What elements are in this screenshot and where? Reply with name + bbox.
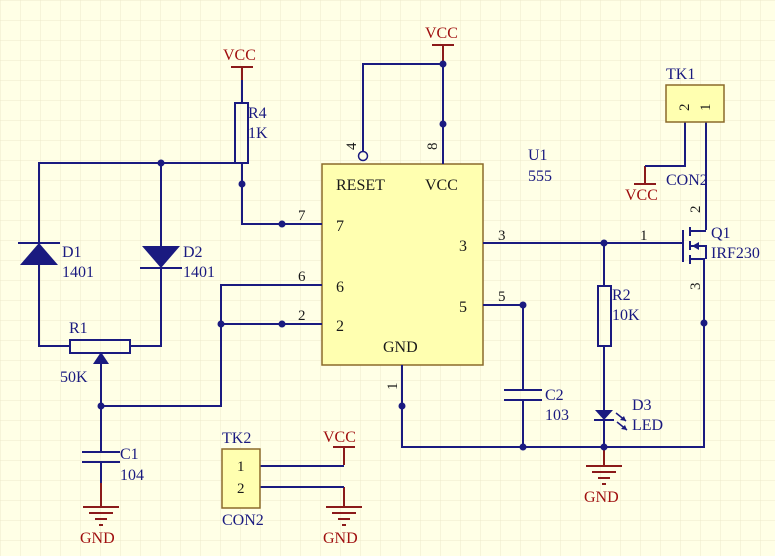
mosfet-q1: 1 2 3 Q1 IRF230 <box>640 206 760 291</box>
u1-pin2-number: 2 <box>298 308 306 324</box>
d1-ref: D1 <box>62 244 82 261</box>
u1-value: 555 <box>528 168 552 185</box>
wires <box>38 62 707 488</box>
junction-dots <box>97 60 708 451</box>
gnd-symbol-tk2: GND <box>323 487 362 547</box>
vcc-symbol-r4: VCC <box>223 47 256 80</box>
u1-gnd-label: GND <box>383 339 418 356</box>
u1-pin5-number: 5 <box>498 289 506 305</box>
gnd-symbol-c1: GND <box>80 483 119 547</box>
q1-pin3: 3 <box>688 283 704 291</box>
c2-ref: C2 <box>545 387 564 404</box>
tk2-pin2: 2 <box>237 481 245 497</box>
tk1-ref: TK1 <box>666 66 695 83</box>
tk2-ref: TK2 <box>222 430 251 447</box>
u1-pin6-number: 6 <box>298 269 306 285</box>
d3-value: LED <box>632 417 663 434</box>
gnd-symbol-main: GND <box>584 447 622 506</box>
diode-d2: D2 1401 <box>140 244 215 281</box>
u1-pin4-number: 4 <box>344 142 360 150</box>
connector-tk1: 2 1 TK1 CON2 <box>665 66 725 189</box>
d1-value: 1401 <box>62 264 94 281</box>
u1-pin5-name: 5 <box>459 299 467 316</box>
vcc-label: VCC <box>223 47 256 64</box>
d2-value: 1401 <box>183 264 215 281</box>
c1-value: 104 <box>120 467 144 484</box>
u1-pin3-number: 3 <box>498 228 506 244</box>
resistor-r4: R4 1K <box>234 102 268 164</box>
diode-d1: D1 1401 <box>18 242 94 281</box>
u1-ref: U1 <box>528 147 548 164</box>
connector-tk2: 1 2 TK2 CON2 <box>221 430 264 529</box>
gnd-label: GND <box>80 530 115 547</box>
vcc-label: VCC <box>625 187 658 204</box>
u1-body <box>321 163 484 366</box>
u1-pin3-name: 3 <box>459 238 467 255</box>
r1-ref: R1 <box>69 320 88 337</box>
q1-pin2: 2 <box>688 206 704 214</box>
u1-reset-bubble <box>357 150 369 162</box>
tk1-pin2: 2 <box>677 104 693 112</box>
c1-ref: C1 <box>120 446 139 463</box>
resistor-r2: R2 10K <box>597 285 640 347</box>
tk2-pin1: 1 <box>237 459 245 475</box>
tk1-value: CON2 <box>666 172 708 189</box>
u1-pin1-number: 1 <box>385 383 401 391</box>
u1-vcc-label: VCC <box>425 177 458 194</box>
capacitor-c2: C2 103 <box>504 387 569 424</box>
r2-value: 10K <box>612 307 640 324</box>
vcc-label: VCC <box>323 429 356 446</box>
q1-pin1: 1 <box>640 228 648 244</box>
u1-pin8-number: 8 <box>425 143 441 151</box>
u1-reset-label: RESET <box>336 177 385 194</box>
r4-ref: R4 <box>248 105 267 122</box>
vcc-symbol-tk1: VCC <box>625 166 658 204</box>
potentiometer-r1: R1 50K <box>60 320 131 386</box>
q1-value: IRF230 <box>711 245 760 262</box>
d2-ref: D2 <box>183 244 203 261</box>
tk2-value: CON2 <box>222 512 264 529</box>
led-d3: D3 LED <box>594 397 663 434</box>
u1-pin6-name: 6 <box>336 279 344 296</box>
u1-pin7-name: 7 <box>336 218 344 235</box>
d3-ref: D3 <box>632 397 652 414</box>
u1-pin7-number: 7 <box>298 208 306 224</box>
q1-ref: Q1 <box>711 225 731 242</box>
vcc-symbol-u1: VCC <box>425 25 458 62</box>
tk1-pin1: 1 <box>698 104 714 112</box>
gnd-label: GND <box>584 489 619 506</box>
gnd-label: GND <box>323 530 358 547</box>
u1-pin2-name: 2 <box>336 318 344 335</box>
u1-555-timer: RESET VCC GND 7 6 2 3 5 U1 555 4 8 7 6 2… <box>298 142 552 390</box>
vcc-symbol-tk2: VCC <box>323 429 356 465</box>
r4-value: 1K <box>248 125 268 142</box>
r2-ref: R2 <box>612 287 631 304</box>
vcc-label: VCC <box>425 25 458 42</box>
capacitor-c1: C1 104 <box>82 446 144 484</box>
r1-value: 50K <box>60 369 88 386</box>
c2-value: 103 <box>545 407 569 424</box>
